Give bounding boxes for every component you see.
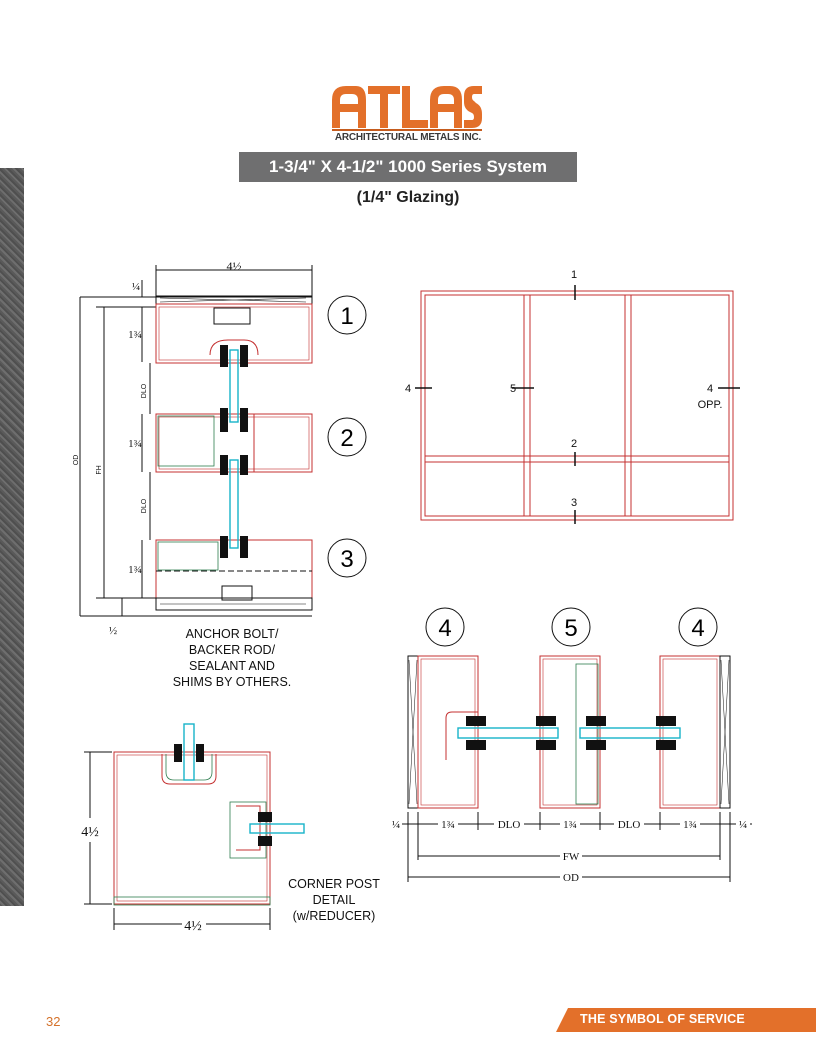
svg-text:DLO: DLO — [618, 819, 641, 831]
svg-text:1¾: 1¾ — [441, 819, 455, 831]
dim-dlo-1: DLO — [141, 383, 148, 398]
dim-frame-1: 1¾ — [128, 329, 142, 341]
svg-text:DLO: DLO — [498, 819, 521, 831]
dim-frame-2: 1¾ — [128, 438, 142, 450]
vertical-section-detail — [79, 265, 313, 617]
svg-text:4: 4 — [438, 615, 451, 642]
elevation-marker-labels: 1 4 5 4 OPP. 2 3 — [405, 269, 723, 509]
page-title: 1-3/4" X 4-1/2" 1000 Series System — [239, 152, 577, 182]
horizontal-plan-detail — [396, 655, 752, 882]
svg-text:5: 5 — [510, 383, 516, 395]
svg-text:1¾: 1¾ — [683, 819, 697, 831]
svg-text:¼: ¼ — [739, 819, 747, 831]
plan-callout-4a: 4 — [425, 607, 465, 647]
corner-post-detail — [84, 723, 305, 930]
svg-text:4: 4 — [707, 383, 713, 395]
decorative-side-strip — [0, 168, 24, 906]
dim-bottom-offset: ½ — [109, 625, 117, 637]
dim-dlo-2: DLO — [141, 498, 148, 513]
svg-text:4: 4 — [405, 383, 411, 395]
svg-text:OPP.: OPP. — [698, 399, 723, 411]
dim-od: OD — [73, 455, 80, 466]
svg-text:3: 3 — [571, 497, 577, 509]
footer-band — [556, 1008, 816, 1032]
elevation-view — [420, 290, 734, 521]
svg-text:1: 1 — [340, 303, 353, 330]
svg-text:1: 1 — [571, 269, 577, 281]
svg-text:1¾: 1¾ — [563, 819, 577, 831]
dim-top-offset: ¼ — [132, 281, 140, 293]
section-callout-3: 3 — [327, 538, 367, 578]
dim-fh: FH — [96, 465, 103, 474]
svg-text:OD: OD — [563, 872, 579, 884]
plan-callout-5: 5 — [551, 607, 591, 647]
svg-text:4: 4 — [691, 615, 704, 642]
page-subtitle: (1/4" Glazing) — [356, 189, 460, 206]
corner-post-note: CORNER POST DETAIL (w/REDUCER) — [288, 877, 380, 923]
footer-tagline: THE SYMBOL OF SERVICE — [580, 1012, 745, 1026]
elevation-section-markers — [415, 285, 740, 524]
company-name: ARCHITECTURAL METALS INC. — [334, 132, 482, 143]
plan-dimension-labels: ¼ 1¾ DLO 1¾ DLO 1¾ ¼ FW OD — [388, 814, 750, 884]
section-dimension-labels: 4½ ¼ 1¾ 1¾ 1¾ ½ DLO DLO OD FH — [73, 259, 242, 637]
svg-text:4½: 4½ — [81, 825, 99, 840]
page-number: 32 — [46, 1014, 61, 1029]
section-callout-2: 2 — [327, 417, 367, 457]
svg-text:2: 2 — [571, 438, 577, 450]
corner-post-dimension-labels: 4½ 4½ — [80, 818, 206, 936]
dim-top-width: 4½ — [227, 259, 242, 273]
svg-text:FW: FW — [563, 851, 580, 863]
atlas-logo — [332, 86, 482, 131]
svg-text:2: 2 — [340, 425, 353, 452]
svg-text:4½: 4½ — [184, 919, 202, 934]
dim-frame-3: 1¾ — [128, 564, 142, 576]
anchor-bolt-note: ANCHOR BOLT/ BACKER ROD/ SEALANT AND SHI… — [172, 627, 292, 689]
svg-text:¼: ¼ — [392, 819, 400, 831]
svg-text:3: 3 — [340, 546, 353, 573]
plan-callout-4b: 4 — [678, 607, 718, 647]
section-callout-1: 1 — [327, 295, 367, 335]
svg-text:5: 5 — [564, 615, 577, 642]
